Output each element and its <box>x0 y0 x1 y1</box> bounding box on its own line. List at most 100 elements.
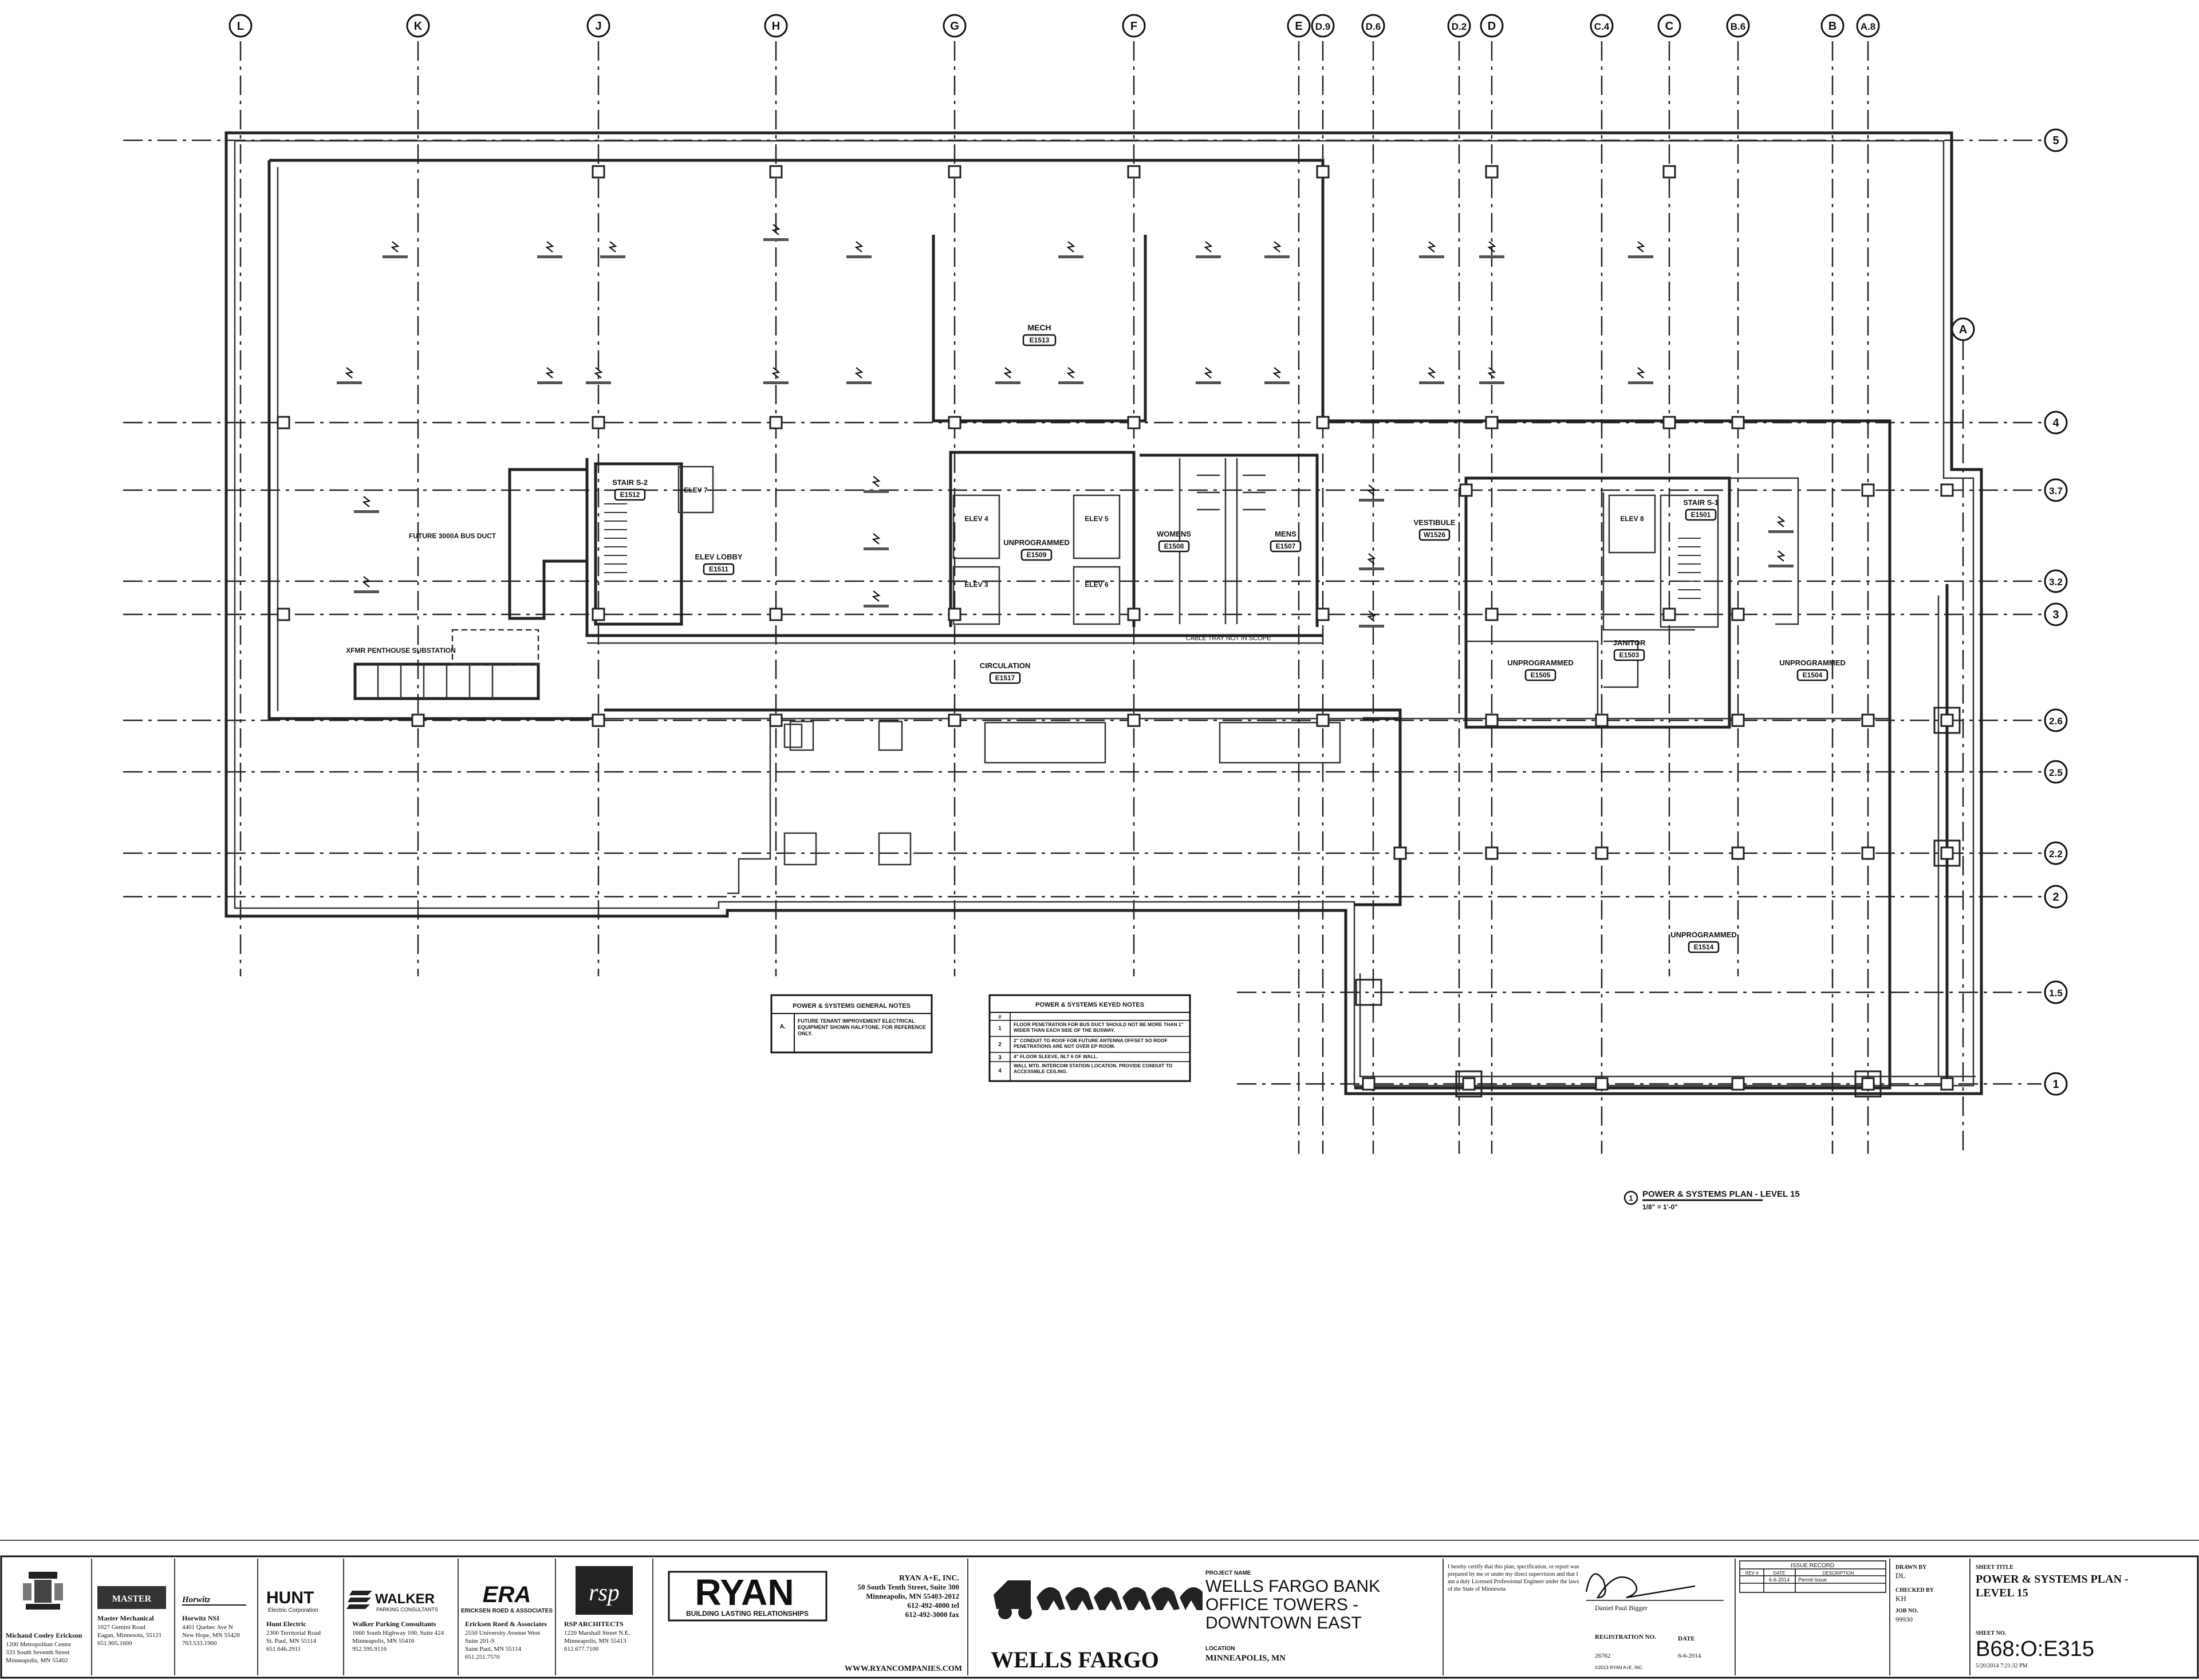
issue-header: REV # <box>1745 1571 1759 1576</box>
consultant-address: 1027 Gemini Road <box>97 1624 145 1631</box>
drawn-by: DL <box>1895 1571 1905 1580</box>
stagecoach-logo-icon <box>994 1580 1203 1619</box>
keyed-note-text: WALL MTD. INTERCOM STATION LOCATION. PRO… <box>1014 1063 1173 1074</box>
svg-text:1: 1 <box>2052 1078 2059 1091</box>
structural-column <box>1731 846 1745 860</box>
general-notes-title: POWER & SYSTEMS GENERAL NOTES <box>793 1003 911 1009</box>
svg-text:2.2: 2.2 <box>2049 849 2063 859</box>
hunt-logo-sub: Electric Corporation <box>268 1607 318 1614</box>
receptacle-symbol <box>1196 241 1221 258</box>
structural-column <box>769 165 783 179</box>
grid-bubble-label: F <box>1130 20 1137 33</box>
grid-bubble-K: K <box>406 14 430 38</box>
grid-bubble-label: H <box>772 20 780 33</box>
receptacle-symbol <box>537 367 562 384</box>
issue-description: Permit Issue <box>1798 1577 1827 1583</box>
structural-column <box>769 416 783 429</box>
consultant-address: 763.533.1900 <box>182 1640 217 1647</box>
receptacle-symbol <box>1479 367 1504 384</box>
issue-record-title: ISSUE RECORD <box>1791 1563 1834 1569</box>
column-pier <box>1933 839 1961 867</box>
svg-text:2.6: 2.6 <box>2049 716 2063 727</box>
era-logo-sub: ERICKSEN ROED & ASSOCIATES <box>461 1608 553 1614</box>
grid-bubble-1.5: 1.5 <box>2044 980 2068 1004</box>
svg-text:4: 4 <box>2052 417 2059 429</box>
consultant-walker: WALKER PARKING CONSULTANTS Walker Parkin… <box>346 1591 444 1653</box>
drawing-title-text: POWER & SYSTEMS PLAN - LEVEL 15 <box>1642 1189 1800 1199</box>
structural-column <box>1316 608 1330 621</box>
room-name: MECH <box>1027 323 1051 332</box>
svg-text:A: A <box>1959 324 1967 336</box>
consultant-address: 2300 Territorial Road <box>266 1630 321 1636</box>
general-note-key: A. <box>780 1023 786 1030</box>
grid-bubble-label: C <box>1665 20 1673 33</box>
structural-column <box>592 165 605 179</box>
consultant-address: Saint Paul, MN 55114 <box>465 1646 521 1653</box>
structural-column <box>769 608 783 621</box>
room-number: E1504 <box>1803 671 1823 679</box>
title-block <box>0 1540 2199 1679</box>
receptacle-symbol <box>864 590 889 608</box>
receptacle-symbol <box>1628 367 1653 384</box>
structural-column <box>1459 483 1473 497</box>
grid-bubble-3.2: 3.2 <box>2044 569 2068 593</box>
ryan-address: Minneapolis, MN 55403-2012 <box>866 1592 959 1600</box>
room-number: E1501 <box>1691 511 1711 519</box>
receptacle-symbol <box>600 241 625 258</box>
receptacle-symbol <box>586 367 611 384</box>
location-label: LOCATION <box>1205 1646 1235 1652</box>
plot-date: 5/20/2014 7:21:32 PM <box>1976 1663 2028 1669</box>
receptacle-symbol <box>864 476 889 493</box>
consultant-address: 1200 Metropolitan Centre <box>6 1641 71 1648</box>
keyed-note-key: 2 <box>998 1042 1002 1048</box>
column-pier <box>1854 1070 1882 1098</box>
column-pier <box>1933 707 1961 734</box>
room-number: E1517 <box>995 674 1015 682</box>
elev-label: ELEV 4 <box>964 515 988 523</box>
structural-column <box>1861 483 1875 497</box>
substation-label: XFMR PENTHOUSE SUBSTATION <box>346 646 456 654</box>
elev-label: ELEV 6 <box>1085 581 1109 589</box>
column-pier <box>1355 979 1382 1006</box>
receptacle-symbol <box>1628 241 1653 258</box>
job-no-label: JOB NO. <box>1895 1608 1918 1614</box>
receptacle-symbol <box>1264 367 1290 384</box>
consultant-address: 333 South Seventh Street <box>6 1649 70 1656</box>
keyed-note-text: 4" FLOOR SLEEVE, NLT 6 OF WALL. <box>1014 1054 1098 1059</box>
elev-label: ELEV 3 <box>964 581 988 589</box>
engineer-name: Daniel Paul Bigger <box>1595 1604 1648 1612</box>
grid-bubble-B.6: B.6 <box>1726 14 1750 38</box>
receptacle-symbol <box>383 241 408 258</box>
receptacle-symbol <box>1058 367 1083 384</box>
structural-column <box>1393 846 1407 860</box>
grid-bubble-C: C <box>1657 14 1681 38</box>
consultant-era: ERA ERICKSEN ROED & ASSOCIATES Ericksen … <box>461 1582 553 1661</box>
master-logo: MASTER <box>112 1594 152 1604</box>
consultant-address: 1220 Marshall Street N.E. <box>564 1630 630 1636</box>
certification-block: I hereby certify that this plan, specifi… <box>1448 1564 1724 1670</box>
certification-text: I hereby certify that this plan, specifi… <box>1448 1564 1579 1592</box>
ryan-website: WWW.RYANCOMPANIES.COM <box>845 1665 962 1673</box>
consultant-address: St. Paul, MN 55114 <box>266 1638 317 1644</box>
structural-column <box>948 608 961 621</box>
ryan-address: 50 South Tenth Street, Suite 300 <box>858 1583 959 1591</box>
consultant-name: Walker Parking Consultants <box>352 1620 436 1628</box>
structural-column <box>1127 713 1141 727</box>
room-name: UNPROGRAMMED <box>1670 930 1737 939</box>
structural-column <box>1127 608 1141 621</box>
keyed-note-text: 2" CONDUIT TO ROOF FOR FUTURE ANTENNA OF… <box>1014 1038 1168 1049</box>
grid-bubble-F: F <box>1122 14 1146 38</box>
issue-date: 6-6-2014 <box>1769 1577 1790 1583</box>
structural-column <box>1662 165 1676 179</box>
consultant-address: Minneapolis, MN 55402 <box>6 1657 68 1664</box>
consultant-address: Minneapolis, MN 55413 <box>564 1638 626 1644</box>
consultant-name: Michaud Cooley Erickson <box>6 1631 82 1639</box>
job-no: 99930 <box>1895 1615 1913 1623</box>
general-note-text: FUTURE TENANT IMPROVEMENT ELECTRICAL EQU… <box>798 1018 926 1036</box>
keyed-notes-table: POWER & SYSTEMS KEYED NOTES # 1 2 3 4 FL… <box>988 994 1191 1082</box>
keyed-note-key: 3 <box>998 1055 1002 1061</box>
date-value: 6-6-2014 <box>1678 1653 1701 1659</box>
grid-bubble-label: K <box>414 20 423 33</box>
grid-bubble-5: 5 <box>2044 128 2068 152</box>
grid-bubble-label: C.4 <box>1594 21 1610 32</box>
